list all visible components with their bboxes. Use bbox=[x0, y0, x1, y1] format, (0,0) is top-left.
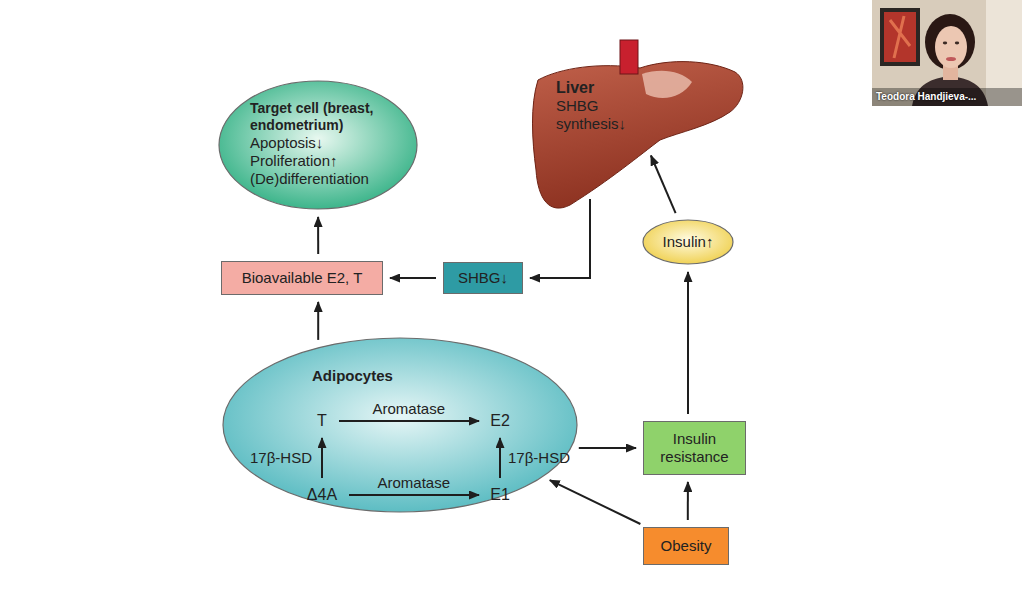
eye bbox=[955, 42, 959, 45]
target-cell-ellipse: Target cell (breast, endometrium)Apoptos… bbox=[218, 80, 418, 210]
mouth bbox=[946, 57, 956, 61]
webcam-thumbnail bbox=[872, 0, 1022, 106]
node-text: (De)differentiation bbox=[250, 170, 418, 188]
connector-arrow bbox=[530, 199, 590, 278]
connector-arrow bbox=[579, 447, 636, 449]
process-box: Bioavailable E2, T bbox=[221, 261, 383, 295]
edge-label: 17β-HSD bbox=[250, 449, 312, 467]
hormone-term: T bbox=[310, 409, 334, 433]
connector-arrow bbox=[550, 480, 641, 524]
painting-strokes bbox=[890, 16, 910, 58]
painting-frame bbox=[880, 8, 920, 66]
node-label: E1 bbox=[490, 485, 510, 504]
hormone-term: E2 bbox=[484, 409, 516, 433]
hormone-ellipse: Insulin↑ bbox=[642, 219, 734, 265]
process-box: SHBG↓ bbox=[443, 262, 523, 294]
node-label: SHBG↓ bbox=[458, 269, 508, 287]
name-band bbox=[872, 88, 1022, 106]
connector-arrow bbox=[687, 482, 689, 520]
painting bbox=[884, 12, 916, 62]
vena-cava bbox=[620, 40, 638, 74]
edge-label: Aromatase bbox=[373, 400, 446, 418]
connector-arrow bbox=[317, 302, 319, 340]
webcam-background bbox=[872, 0, 1022, 106]
node-label: Insulin↑ bbox=[663, 233, 714, 251]
node-label: T bbox=[317, 411, 327, 430]
node-label: Obesity bbox=[661, 537, 712, 555]
node-heading: Target cell (breast, endometrium) bbox=[250, 100, 400, 134]
node-heading: Adipocytes bbox=[312, 367, 578, 385]
node-heading: Liver bbox=[556, 78, 745, 97]
node-text: Proliferation↑ bbox=[250, 152, 418, 170]
connector-arrow bbox=[651, 156, 676, 214]
edge-label: Aromatase bbox=[378, 474, 451, 492]
eye bbox=[943, 42, 947, 45]
face bbox=[935, 26, 967, 68]
node-text: Apoptosis↓ bbox=[250, 134, 418, 152]
liver-highlight bbox=[642, 71, 692, 98]
hormone-term: E1 bbox=[484, 483, 516, 507]
node-label: Insulin resistance bbox=[644, 430, 745, 466]
speaker-name: Teodora Handjieva-... bbox=[876, 91, 976, 102]
node-label: E2 bbox=[490, 411, 510, 430]
connector-arrow bbox=[390, 277, 436, 279]
hormone-term: Δ4A bbox=[300, 483, 344, 507]
node-text: SHBG synthesis↓ bbox=[556, 97, 646, 133]
ellipse-shape bbox=[223, 338, 577, 512]
process-box: Insulin resistance bbox=[643, 421, 746, 475]
ellipse-shape bbox=[219, 81, 417, 209]
edge-label: 17β-HSD bbox=[508, 449, 570, 467]
process-box: Obesity bbox=[643, 527, 729, 565]
connector-arrow bbox=[317, 217, 319, 254]
connector-arrow bbox=[687, 272, 689, 414]
ellipse-shape bbox=[643, 220, 733, 264]
hair bbox=[925, 14, 975, 70]
liver-organ: LiverSHBG synthesis↓ bbox=[530, 40, 745, 210]
node-label: Bioavailable E2, T bbox=[242, 269, 363, 287]
node-label: Δ4A bbox=[307, 485, 337, 504]
